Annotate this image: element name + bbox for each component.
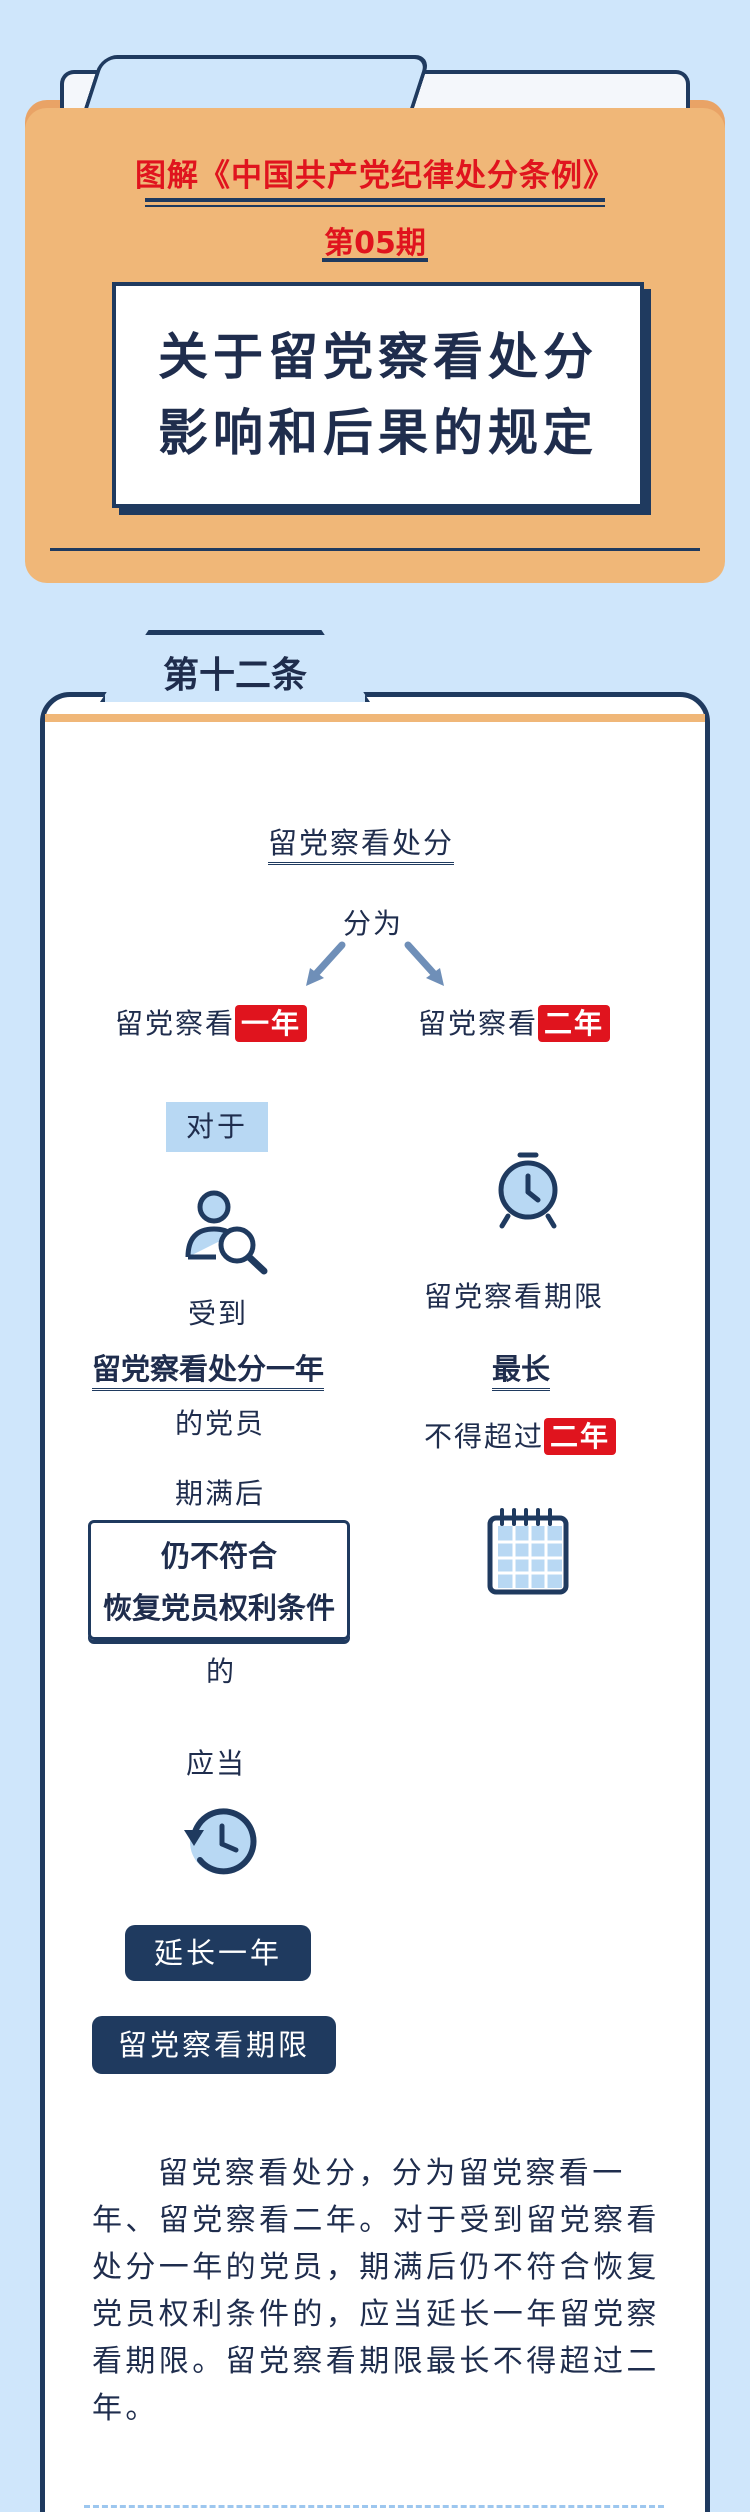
diagram-top-label-text: 留党察看处分 bbox=[268, 826, 455, 865]
article-tab-title: 第十二条 bbox=[162, 655, 307, 696]
clock-rewind-icon bbox=[184, 1808, 257, 1875]
left-branch: 留党察看一年 bbox=[115, 1002, 308, 1042]
alarm-clock-icon bbox=[498, 1152, 558, 1229]
person-search-icon bbox=[185, 1190, 268, 1275]
penalty-label-text: 留党察看处分一年 bbox=[92, 1352, 325, 1391]
arrow-left-icon bbox=[306, 941, 346, 986]
issue-number: 第05期 bbox=[324, 226, 426, 261]
issue-underline bbox=[322, 258, 428, 262]
expiry-label: 期满后 bbox=[175, 1477, 266, 1510]
not-exceed: 不得超过二年 bbox=[424, 1415, 617, 1455]
headline-line-2: 影响和后果的规定 bbox=[158, 404, 598, 462]
longest-label-text: 最长 bbox=[492, 1352, 551, 1391]
condition-line-2: 恢复党员权利条件 bbox=[102, 1591, 335, 1625]
condition-line-1: 仍不符合 bbox=[160, 1539, 277, 1573]
right-period-label: 留党察看期限 bbox=[424, 1280, 605, 1313]
for-label: 对于 bbox=[166, 1102, 268, 1152]
left-branch-prefix: 留党察看 bbox=[115, 1007, 236, 1040]
article-paragraph: 留党察看处分，分为留党察看一年、留党察看二年。对于受到留党察看处分一年的党员，期… bbox=[92, 2150, 662, 2432]
penalty-label: 留党察看处分一年 bbox=[92, 1346, 325, 1391]
period-tag: 留党察看期限 bbox=[92, 2016, 336, 2074]
article-tab: 第十二条 bbox=[100, 630, 370, 702]
article-tab-shape bbox=[100, 630, 370, 702]
branch-arrows bbox=[306, 941, 444, 986]
headline-line-1: 关于留党察看处分 bbox=[158, 328, 598, 386]
of-label: 的 bbox=[206, 1655, 237, 1688]
left-branch-term: 一年 bbox=[235, 1005, 308, 1042]
diagram-top-label: 留党察看处分 bbox=[268, 820, 455, 865]
article-card bbox=[40, 692, 710, 2512]
not-exceed-term: 二年 bbox=[544, 1418, 617, 1455]
calendar-icon bbox=[487, 1508, 569, 1595]
title-underline bbox=[145, 198, 605, 202]
longest-label: 最长 bbox=[492, 1346, 551, 1391]
should-label: 应当 bbox=[186, 1747, 247, 1780]
series-title: 图解《中国共产党纪律处分条例》 bbox=[135, 158, 615, 194]
article-paragraph-text: 留党察看处分，分为留党察看一年、留党察看二年。对于受到留党察看处分一年的党员，期… bbox=[92, 2156, 660, 2426]
right-branch: 留党察看二年 bbox=[418, 1002, 611, 1042]
dashed-divider bbox=[84, 2505, 664, 2508]
split-label: 分为 bbox=[343, 907, 404, 940]
right-branch-prefix: 留党察看 bbox=[418, 1007, 539, 1040]
members-label: 的党员 bbox=[175, 1407, 266, 1440]
received-label: 受到 bbox=[188, 1297, 249, 1330]
arrow-right-icon bbox=[404, 941, 444, 986]
headline-box: 关于留党察看处分 影响和后果的规定 bbox=[112, 282, 644, 508]
not-exceed-prefix: 不得超过 bbox=[424, 1420, 545, 1453]
folder-divider bbox=[50, 548, 700, 551]
extend-tag: 延长一年 bbox=[125, 1925, 311, 1981]
title-underline-thin bbox=[145, 205, 605, 207]
condition-box: 仍不符合 恢复党员权利条件 bbox=[88, 1520, 350, 1640]
card-top-band bbox=[45, 714, 705, 722]
right-branch-term: 二年 bbox=[538, 1005, 611, 1042]
